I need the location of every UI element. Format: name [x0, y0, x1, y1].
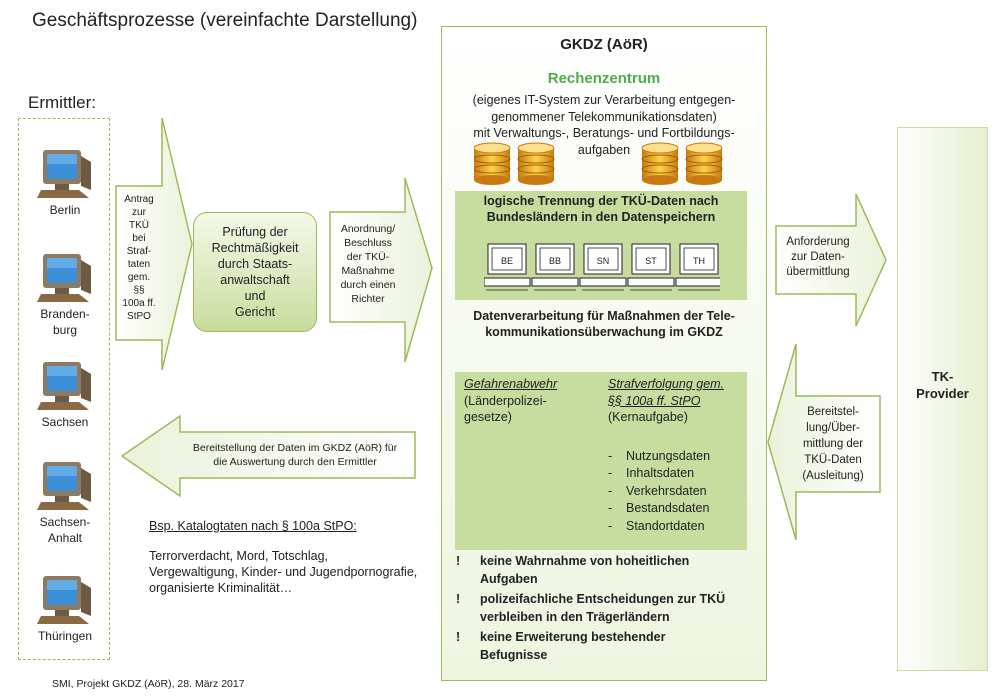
ermittler-thueringen: Thüringen	[22, 572, 108, 644]
gkdz-title: GKDZ (AöR)	[560, 36, 648, 53]
computer-icon	[37, 254, 91, 302]
strafverfolgung-text: (Kernaufgabe)	[608, 410, 688, 424]
database-icon	[474, 142, 511, 185]
database-icon	[517, 142, 555, 185]
monitor-icon-th	[675, 243, 720, 291]
ermittler-label-thueringen: Thüringen	[37, 629, 93, 643]
bullet-item: !polizeifachliche Entscheidungen zur TKÜ…	[456, 592, 726, 624]
computer-icon	[37, 150, 91, 198]
list-item: -Verkehrsdaten	[608, 483, 707, 498]
list-item: -Nutzungsdaten	[608, 448, 711, 463]
state-monitors	[484, 243, 720, 291]
arrow-anordnung	[329, 177, 433, 363]
aufgaben-box	[455, 372, 747, 550]
katalog-heading: Bsp. Katalogtaten nach § 100a StPO:	[149, 519, 357, 533]
ermittler-brandenburg: Branden- burg	[22, 250, 108, 338]
monitor-icon-bb	[531, 243, 579, 291]
computer-icon	[37, 362, 91, 410]
monitor-label-bb: BB	[548, 256, 561, 266]
database-icon	[641, 142, 679, 185]
ermittler-label: Ermittler:	[28, 93, 96, 112]
trennung-text: logische Trennung der TKÜ-Daten nach Bun…	[483, 194, 719, 224]
footer-text: SMI, Projekt GKDZ (AöR), 28. März 2017	[52, 678, 245, 690]
pruefung-text: Prüfung der Rechtmäßigkeit durch Staats-…	[211, 225, 299, 319]
tk-provider-label: TK- Provider	[916, 369, 969, 401]
ermittler-label-berlin: Berlin	[49, 203, 81, 217]
computer-icon	[37, 462, 91, 510]
gefahrenabwehr-column: Gefahrenabwehr (Länderpolizei- gesetze)	[464, 376, 594, 426]
gefahrenabwehr-heading: Gefahrenabwehr	[464, 377, 558, 391]
katalog-text: Terrorverdacht, Mord, Totschlag, Vergewa…	[149, 549, 418, 595]
monitor-label-st: ST	[645, 256, 657, 266]
monitor-icon-be	[484, 243, 531, 291]
pruefung-box: Prüfung der Rechtmäßigkeit durch Staats-…	[193, 212, 317, 332]
rechenzentrum-heading: Rechenzentrum	[547, 70, 661, 87]
bereitstellung-ermittler-text: Bereitstellung der Daten im GKDZ (AöR) f…	[192, 442, 398, 468]
anforderung-text: Anforderung zur Daten- übermittlung	[786, 236, 850, 278]
ermittler-berlin: Berlin	[22, 146, 108, 218]
list-item: -Bestandsdaten	[608, 501, 710, 515]
strafverfolgung-column: Strafverfolgung gem. §§ 100a ff. StPO (K…	[608, 376, 746, 535]
ermittler-box	[18, 118, 110, 660]
antrag-text: Antrag zur TKÜ bei Straf- taten gem. §§ …	[122, 194, 156, 322]
ermittler-label-sachsen-anhalt: Sachsen- Anhalt	[39, 515, 91, 545]
database-icon	[685, 142, 723, 185]
monitor-label-th: TH	[693, 256, 705, 266]
monitor-icon-sn	[579, 243, 627, 291]
ermittler-label-sachsen: Sachsen	[41, 415, 89, 429]
gkdz-bullets: !keine Wahrnahme von hoheitlichen Aufgab…	[456, 553, 756, 664]
ermittler-sachsen: Sachsen	[22, 358, 108, 430]
bullet-item: !keine Wahrnahme von hoheitlichen Aufgab…	[456, 554, 690, 586]
monitor-label-sn: SN	[596, 256, 610, 266]
tk-provider-box	[897, 127, 988, 671]
database-icons	[474, 142, 723, 185]
strafverfolgung-heading: Strafverfolgung gem. §§ 100a ff. StPO	[608, 377, 725, 408]
page-title: Geschäftsprozesse (vereinfachte Darstell…	[32, 10, 418, 31]
ermittler-label-brandenburg: Branden- burg	[40, 307, 90, 337]
arrow-bereitstellung-tk	[767, 343, 881, 541]
arrow-bereitstellung-ermittler	[120, 414, 416, 498]
bereitstellung-tk-text: Bereitstel- lung/Über- mittlung der TKÜ-…	[802, 406, 864, 482]
monitor-label-be: BE	[500, 256, 513, 266]
rechenzentrum-description: (eigenes IT-System zur Verarbeitung entg…	[472, 93, 736, 157]
gefahrenabwehr-text: (Länderpolizei- gesetze)	[464, 393, 547, 425]
gkdz-box	[441, 26, 767, 681]
list-item: -Inhaltsdaten	[608, 466, 695, 480]
computer-icon	[37, 576, 91, 624]
ermittler-sachsen-anhalt: Sachsen- Anhalt	[22, 458, 108, 546]
bullet-item: !keine Erweiterung bestehender Befugniss…	[456, 630, 666, 662]
arrow-anforderung	[775, 193, 887, 327]
list-item: -Standortdaten	[608, 518, 705, 533]
arrow-antrag	[115, 117, 193, 371]
monitor-icon-st	[627, 243, 675, 291]
datenverarbeitung-text: Datenverarbeitung für Maßnahmen der Tele…	[473, 309, 735, 339]
anordnung-text: Anordnung/ Beschluss der TKÜ- Maßnahme d…	[340, 223, 396, 305]
